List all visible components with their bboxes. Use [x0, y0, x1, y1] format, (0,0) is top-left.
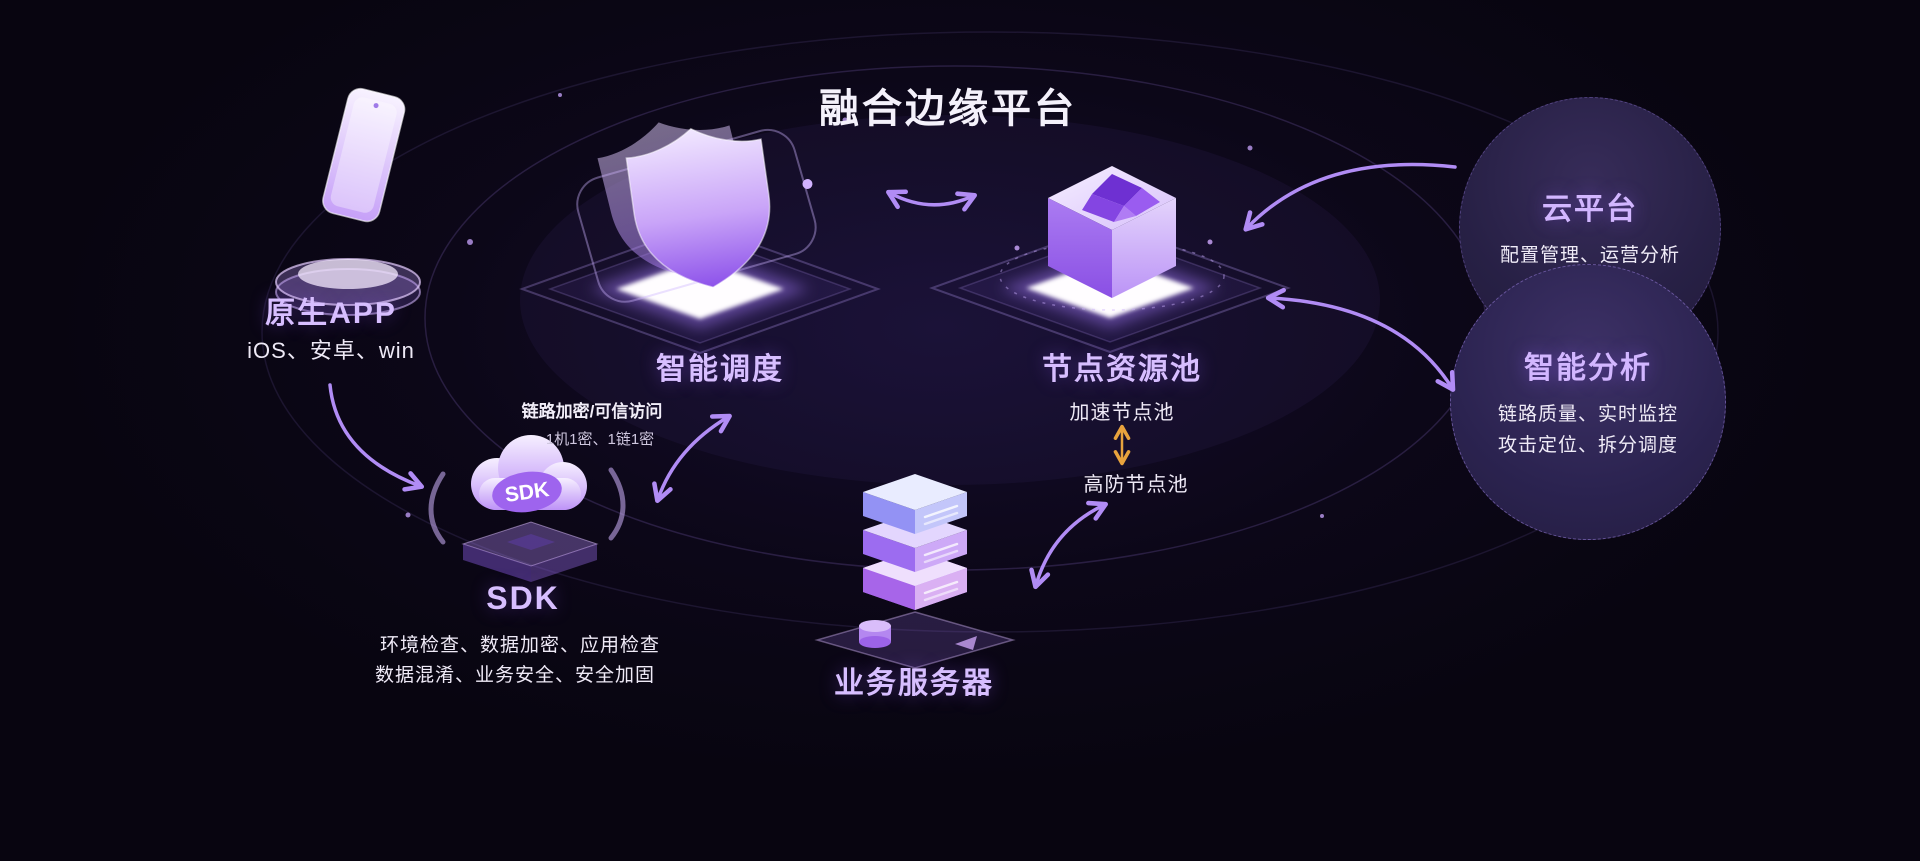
sdk-label: SDK: [486, 580, 560, 616]
smart-analysis-title: 智能分析: [1524, 351, 1652, 385]
link-encryption-note: 链路加密/可信访问: [521, 402, 663, 421]
arrow-pool-analysis: [1265, 287, 1456, 392]
cube-icon: [999, 166, 1225, 311]
link-encryption-note-sub: 1机1密、1链1密: [545, 431, 655, 448]
scheduling-platform-base: [522, 225, 878, 353]
sdk-cloud-icon: SDK: [428, 435, 626, 582]
smart-analysis-desc-line2: 攻击定位、拆分调度: [1497, 435, 1678, 456]
sdk-desc-line2: 数据混淆、业务安全、安全加固: [374, 665, 656, 686]
arrow-server-pool: [1029, 500, 1108, 590]
decor-dots: [405, 93, 1324, 518]
shield-icon: [576, 105, 817, 303]
node-resource-pool-label: 节点资源池: [1042, 353, 1202, 386]
sdk-desc-line1: 环境检查、数据加密、应用检查: [379, 635, 661, 656]
native-app-subtitle: iOS、安卓、win: [247, 338, 415, 363]
server-stack-icon: [814, 474, 1016, 669]
acceleration-pool-label: 加速节点池: [1069, 402, 1175, 424]
arrow-app-to-sdk: [328, 383, 425, 492]
cloud-platform-desc: 配置管理、运营分析: [1499, 245, 1680, 267]
arrow-scheduling-pool: [886, 189, 978, 212]
smart-analysis-desc-line1: 链路质量、实时监控: [1497, 403, 1678, 425]
resource-pool-platform-base: [932, 224, 1288, 352]
smart-analysis-desc: 链路质量、实时监控 攻击定位、拆分调度: [1498, 399, 1678, 462]
smart-scheduling-label: 智能调度: [656, 353, 784, 386]
sdk-badge-text: SDK: [504, 478, 551, 507]
smart-analysis-node: 智能分析 链路质量、实时监控 攻击定位、拆分调度: [1450, 264, 1726, 540]
cloud-platform-title: 云平台: [1542, 193, 1638, 227]
native-app-label: 原生APP: [265, 297, 397, 330]
defense-pool-label: 高防节点池: [1083, 474, 1189, 496]
business-server-label: 业务服务器: [834, 667, 994, 700]
phone-pedestal-icon: [275, 87, 421, 316]
flow-arrows: [328, 162, 1457, 590]
page-title: 融合边缘平台: [819, 87, 1077, 131]
arrow-sdk-scheduling: [652, 413, 732, 504]
arrow-cloud-to-pool: [1243, 162, 1457, 232]
